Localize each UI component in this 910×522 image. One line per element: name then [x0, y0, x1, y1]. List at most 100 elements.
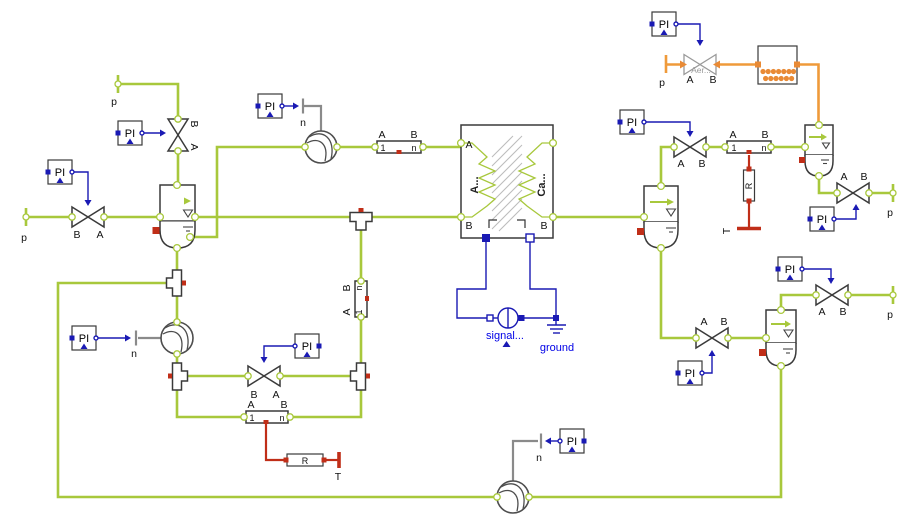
tank[interactable] [759, 305, 797, 371]
pipe[interactable]: A B 1 n [371, 129, 427, 154]
pi-sensor[interactable]: PI [292, 333, 322, 359]
tank[interactable] [799, 120, 834, 181]
port[interactable] [68, 213, 76, 221]
pi-sensor[interactable]: PI [775, 256, 805, 282]
pipe[interactable]: A B 1 n [240, 399, 294, 424]
pump[interactable] [493, 480, 533, 514]
wire[interactable] [456, 242, 487, 319]
port[interactable] [833, 189, 841, 197]
valve[interactable]: B A [68, 205, 108, 241]
port[interactable] [185, 232, 195, 242]
port[interactable] [724, 334, 732, 342]
port[interactable] [173, 318, 181, 326]
port[interactable] [493, 493, 501, 501]
heatport-icon[interactable] [396, 150, 402, 154]
port[interactable] [114, 80, 122, 88]
port[interactable] [889, 291, 897, 299]
tee-junction[interactable] [349, 362, 371, 391]
pipe[interactable]: B A n 1 [341, 277, 369, 321]
port[interactable] [865, 189, 873, 197]
sensor-wire[interactable] [834, 209, 857, 220]
port[interactable] [357, 313, 365, 321]
heatport-icon[interactable] [321, 457, 327, 463]
signal-voltage-source[interactable]: signal... [486, 307, 525, 347]
connection-line[interactable] [797, 63, 820, 126]
port[interactable] [155, 212, 165, 222]
port[interactable] [456, 212, 466, 222]
port[interactable] [814, 171, 824, 181]
port[interactable] [301, 143, 309, 151]
electric-pin-icon[interactable] [482, 234, 490, 242]
sensor-wire[interactable] [72, 171, 89, 201]
tee-junction[interactable] [168, 362, 189, 391]
valve[interactable]: A B [670, 135, 710, 170]
connection-line[interactable] [118, 82, 180, 119]
port[interactable] [713, 60, 720, 69]
sensor-wire[interactable] [676, 23, 701, 41]
heat-exchanger[interactable]: A B B A... Ca... [456, 124, 558, 243]
port[interactable] [889, 189, 897, 197]
wire[interactable] [529, 242, 557, 325]
heatport-icon[interactable] [799, 157, 805, 163]
port[interactable] [172, 243, 182, 253]
pi-sensor[interactable]: PI [807, 206, 837, 232]
connection-line[interactable] [659, 248, 696, 340]
port[interactable] [755, 61, 761, 68]
tank[interactable] [637, 181, 679, 253]
valve[interactable]: A B [812, 283, 852, 318]
sensor-wire[interactable] [802, 268, 832, 279]
pin-icon[interactable] [553, 315, 559, 321]
heatport-icon[interactable] [182, 280, 186, 286]
heatport-icon[interactable] [358, 208, 364, 212]
shaft-line[interactable] [511, 439, 538, 481]
port[interactable] [812, 291, 820, 299]
port[interactable] [721, 143, 729, 151]
port[interactable] [174, 147, 182, 155]
port[interactable] [357, 277, 365, 285]
heatport-icon[interactable] [152, 227, 160, 234]
port[interactable] [173, 350, 181, 358]
heatport-icon[interactable] [263, 420, 269, 424]
port[interactable] [656, 181, 666, 191]
port[interactable] [100, 213, 108, 221]
port[interactable] [776, 361, 786, 371]
port[interactable] [419, 143, 427, 151]
ground[interactable]: ground [540, 315, 574, 354]
connection-line[interactable] [264, 424, 286, 462]
port[interactable] [776, 305, 786, 315]
port[interactable] [692, 334, 700, 342]
heatport-icon[interactable] [283, 457, 289, 463]
connection-line[interactable] [529, 366, 783, 499]
sensor-wire[interactable] [644, 121, 691, 132]
pump[interactable] [301, 130, 341, 164]
valve-aeration[interactable]: Aer... A B [680, 53, 720, 87]
port[interactable] [22, 213, 30, 221]
thermal-resistor[interactable]: R [283, 453, 327, 467]
port[interactable] [276, 372, 284, 380]
port[interactable] [240, 413, 248, 421]
connection-line[interactable] [190, 145, 305, 239]
pi-sensor[interactable]: PI [617, 109, 647, 135]
tee-junction[interactable] [349, 208, 373, 231]
electric-pin-icon[interactable] [525, 233, 535, 243]
heatport-icon[interactable] [365, 296, 369, 301]
heatport-icon[interactable] [746, 198, 752, 204]
shaft-line[interactable] [304, 104, 323, 131]
pi-sensor[interactable]: PI [557, 428, 587, 454]
sensor-wire[interactable] [263, 345, 295, 358]
heatport-icon[interactable] [759, 349, 766, 356]
port[interactable] [639, 212, 649, 222]
sensor-wire[interactable] [702, 355, 713, 374]
port[interactable] [333, 143, 341, 151]
pi-sensor[interactable]: PI [115, 120, 145, 146]
heatport-icon[interactable] [637, 228, 644, 235]
port[interactable] [702, 143, 710, 151]
thermal-resistor[interactable]: R [742, 166, 756, 204]
port[interactable] [190, 212, 200, 222]
heatport-icon[interactable] [366, 373, 370, 379]
pi-sensor[interactable]: PI [649, 11, 679, 37]
pin-icon[interactable] [486, 314, 494, 322]
port[interactable] [656, 243, 666, 253]
connection-line[interactable] [175, 390, 244, 419]
port[interactable] [286, 413, 294, 421]
